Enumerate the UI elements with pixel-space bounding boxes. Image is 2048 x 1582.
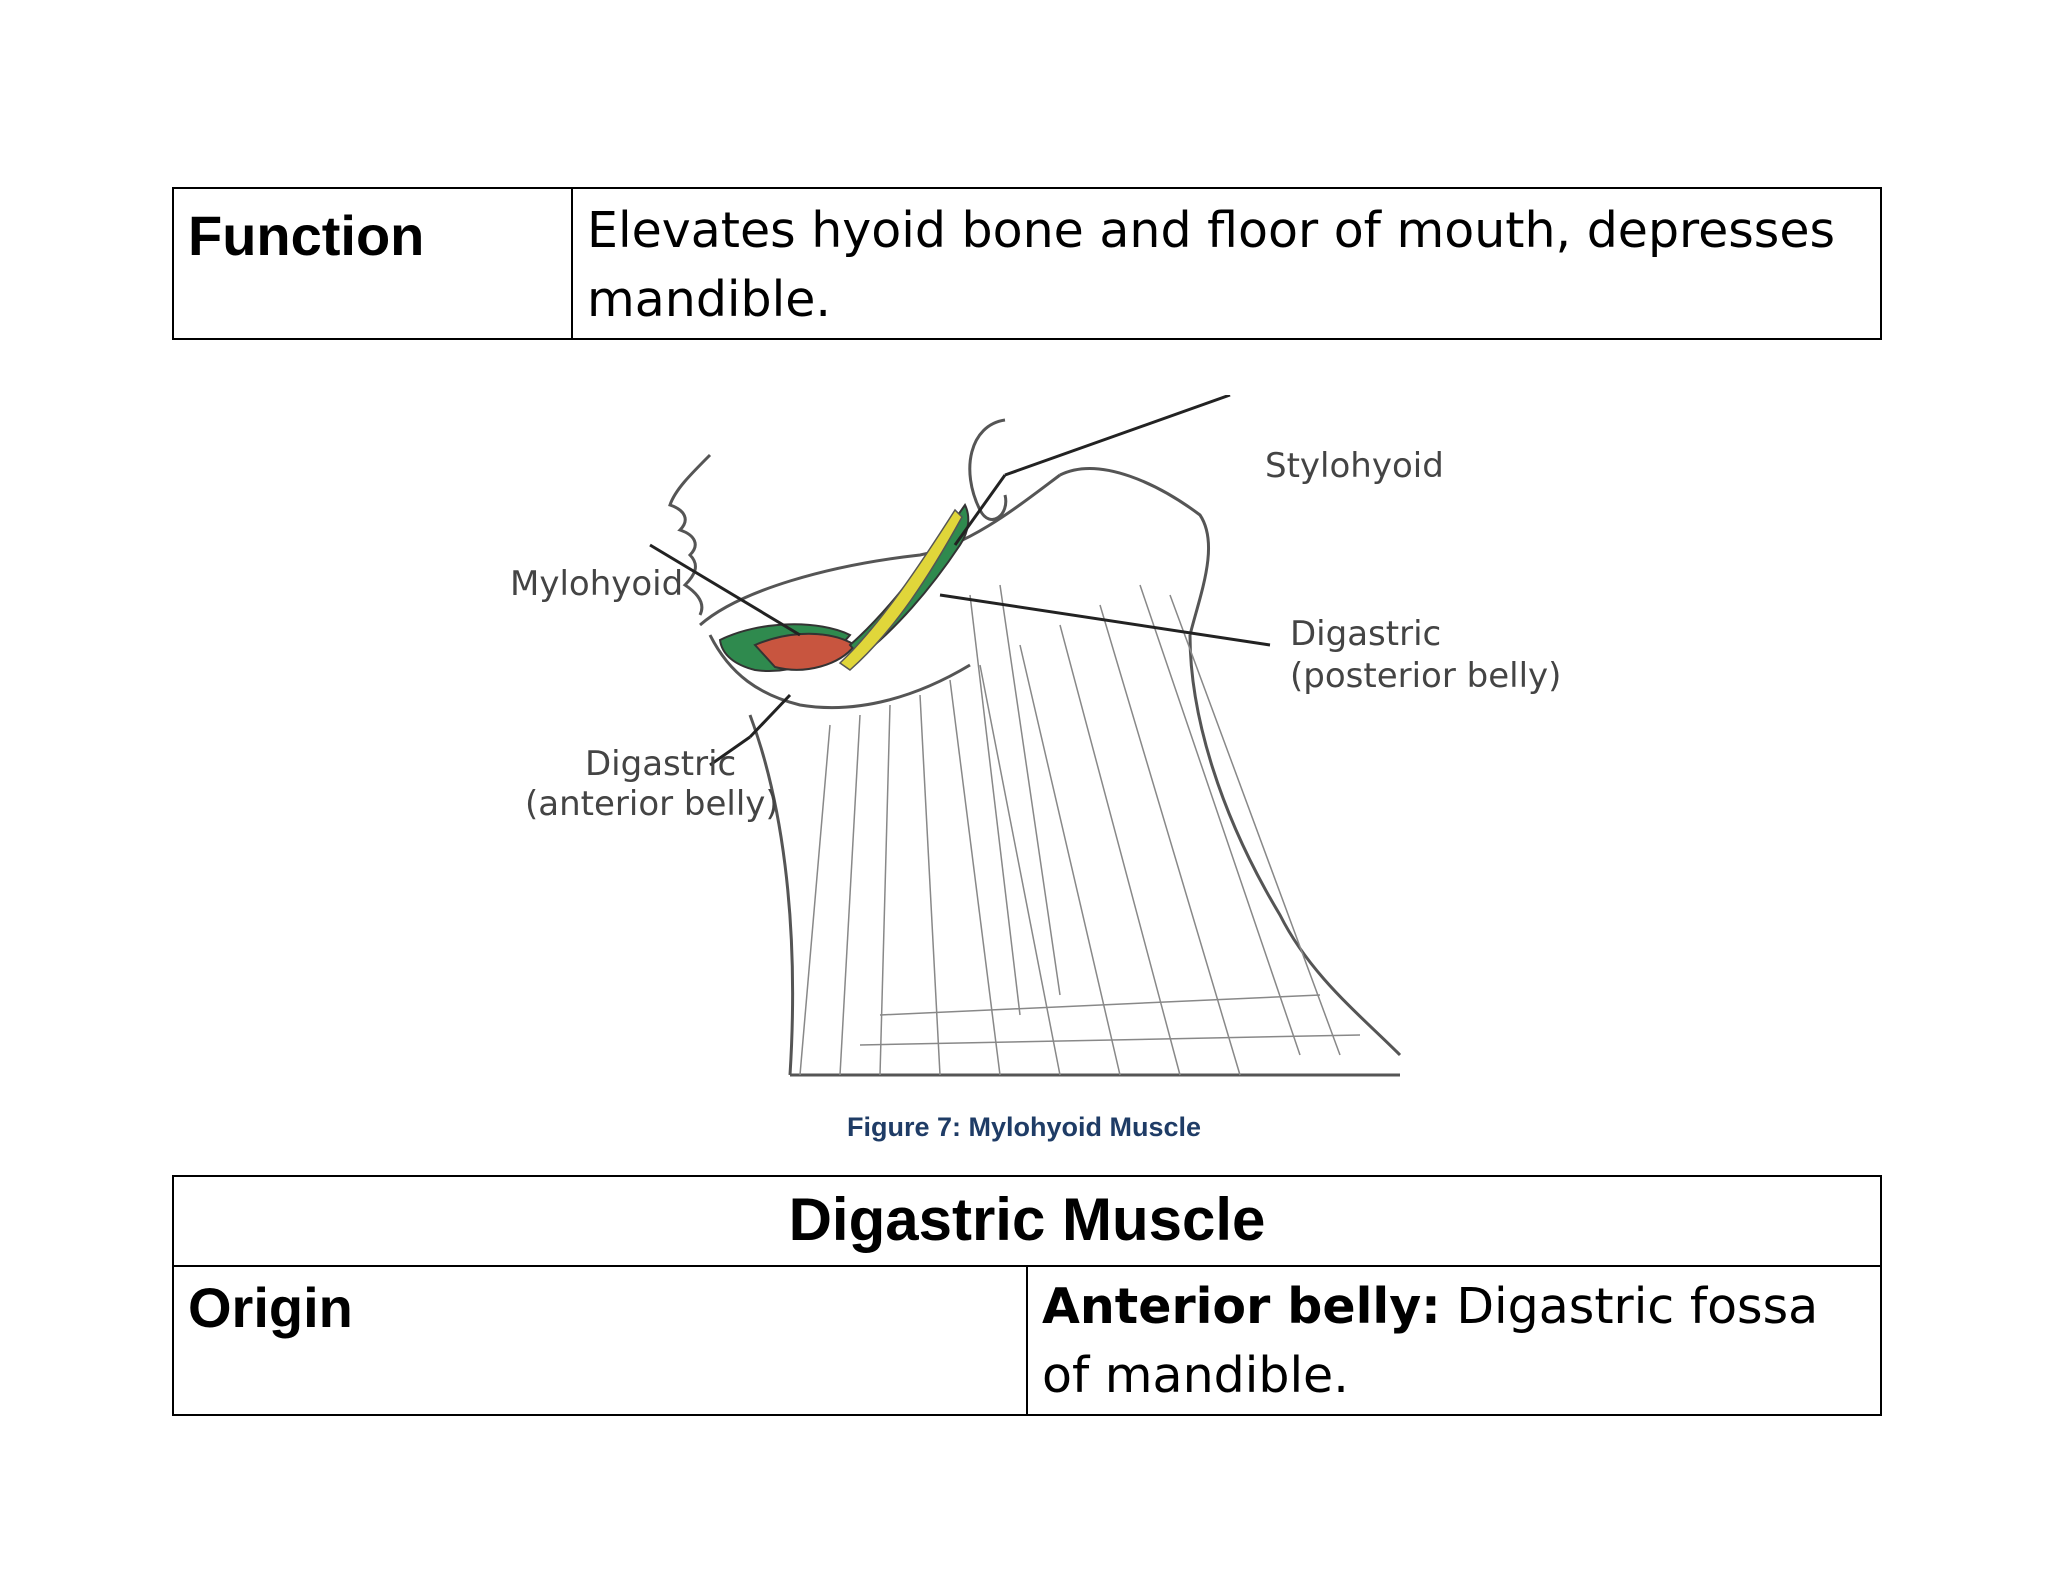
function-table: Function Elevates hyoid bone and floor o… [172, 186, 1882, 341]
origin-label: Origin [172, 1264, 1028, 1417]
stylohyoid-leader-line [953, 474, 1007, 546]
mylohyoid-label: Mylohyoid [510, 564, 683, 604]
digastric-table: Digastric Muscle Origin Anterior belly: … [172, 1175, 1882, 1417]
figure-caption: Figure 7: Mylohyoid Muscle [846, 1112, 1202, 1142]
function-value: Elevates hyoid bone and floor of mouth, … [571, 186, 1882, 341]
digastric-anterior-leader-line [748, 693, 792, 739]
digastric-posterior-sublabel: (posterior belly) [1290, 656, 1561, 696]
digastric-header-row: Digastric Muscle [172, 1175, 1882, 1267]
function-label: Function [172, 186, 573, 341]
neck-drawing [668, 418, 1402, 1077]
origin-row: Origin Anterior belly: Digastric fossa o… [172, 1264, 1882, 1417]
function-row: Function Elevates hyoid bone and floor o… [172, 186, 1882, 341]
origin-value: Anterior belly: Digastric fossa of mandi… [1026, 1264, 1882, 1417]
digastric-title: Digastric Muscle [172, 1175, 1882, 1267]
mylohyoid-leader-line [649, 543, 801, 637]
digastric-posterior-label: Digastric [1290, 614, 1441, 654]
stylohyoid-muscle [838, 508, 963, 671]
digastric-anterior-leader-line-a [709, 735, 751, 767]
digastric-anterior-sublabel: (anterior belly) [525, 784, 779, 824]
stylohyoid-label: Stylohyoid [1265, 446, 1444, 486]
muscle-striations [799, 584, 1361, 1076]
neck-muscles-illustration: Stylohyoid Mylohyoid Digastric (posterio… [510, 395, 1561, 1077]
digastric-posterior-leader-line [939, 593, 1271, 647]
origin-text: Digastric fossa of mandible. [1042, 1278, 1819, 1404]
origin-bold-prefix: Anterior belly: [1042, 1278, 1441, 1335]
digastric-anterior-label: Digastric [585, 744, 736, 784]
